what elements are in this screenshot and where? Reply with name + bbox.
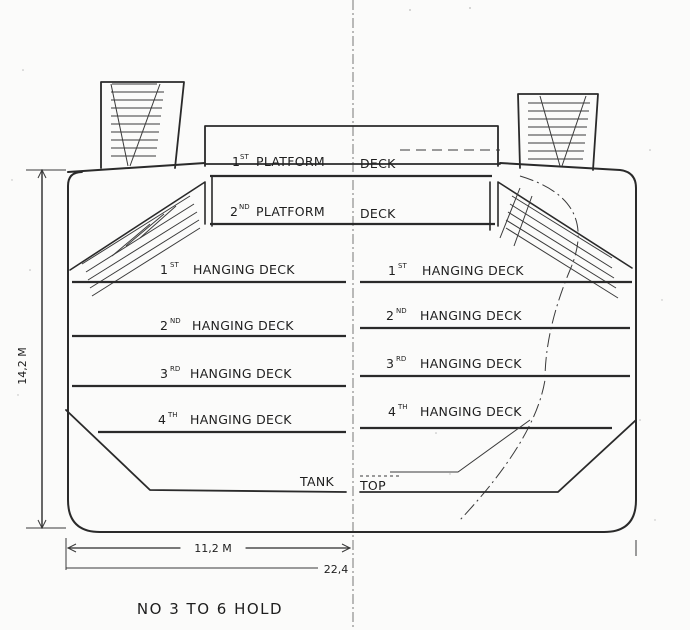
platform-1-sup: ST <box>240 153 249 161</box>
left-h4-num: 4 <box>158 412 166 427</box>
hanging-deck-labels-right: 1 ST HANGING DECK 2 ND HANGING DECK 3 RD… <box>386 262 524 419</box>
right-h3-sup: RD <box>396 355 406 363</box>
platform-2-name: PLATFORM <box>256 204 325 219</box>
right-ventilator <box>517 93 599 171</box>
hull-outline <box>67 162 637 533</box>
double-bottom <box>65 409 637 493</box>
tank-top-label: TANK TOP <box>299 474 386 493</box>
tank-label: TANK <box>299 474 334 489</box>
right-h4-num: 4 <box>388 404 396 419</box>
left-h1-num: 1 <box>160 262 168 277</box>
platform-labels: 1 ST PLATFORM DECK 2 ND PLATFORM DECK <box>230 153 396 221</box>
right-h1-text: HANGING DECK <box>422 263 524 278</box>
left-h2-text: HANGING DECK <box>192 318 294 333</box>
left-h3-sup: RD <box>170 365 180 373</box>
right-h2-num: 2 <box>386 308 394 323</box>
left-wing-tank <box>69 181 206 297</box>
top-label: TOP <box>359 478 386 493</box>
left-h2-sup: ND <box>170 317 181 325</box>
platform-2-num: 2 <box>230 204 238 219</box>
left-h3-text: HANGING DECK <box>190 366 292 381</box>
platform-1-name: PLATFORM <box>256 154 325 169</box>
left-h3-num: 3 <box>160 366 168 381</box>
right-h3-num: 3 <box>386 356 394 371</box>
right-h1-sup: ST <box>398 262 407 270</box>
left-h1-sup: ST <box>170 261 179 269</box>
platform-2-sup: ND <box>239 203 250 211</box>
right-h2-sup: ND <box>396 307 407 315</box>
platform-1-num: 1 <box>232 154 240 169</box>
left-h2-num: 2 <box>160 318 168 333</box>
paper-speckles <box>11 7 663 521</box>
right-h1-num: 1 <box>388 263 396 278</box>
left-h4-text: HANGING DECK <box>190 412 292 427</box>
height-dimension <box>26 168 66 530</box>
right-h3-text: HANGING DECK <box>420 356 522 371</box>
width-dimension <box>65 538 637 570</box>
height-dimension-label: 14,2 M <box>16 347 29 384</box>
full-width-dimension-label: 22,4 <box>324 563 349 576</box>
right-h4-sup: TH <box>397 403 408 411</box>
hanging-decks <box>72 280 632 434</box>
left-h4-sup: TH <box>167 411 178 419</box>
drawing-title: NO 3 TO 6 HOLD <box>137 600 283 618</box>
left-h1-text: HANGING DECK <box>193 262 295 277</box>
right-wing-tank <box>459 175 633 521</box>
left-ventilator <box>100 81 185 169</box>
right-h2-text: HANGING DECK <box>420 308 522 323</box>
platform-1-deck: DECK <box>360 156 396 171</box>
hanging-deck-labels-left: 1 ST HANGING DECK 2 ND HANGING DECK 3 RD… <box>158 261 295 427</box>
central-trunk <box>204 125 500 231</box>
right-h4-text: HANGING DECK <box>420 404 522 419</box>
half-width-dimension-label: 11,2 M <box>194 542 231 555</box>
platform-2-deck: DECK <box>360 206 396 221</box>
